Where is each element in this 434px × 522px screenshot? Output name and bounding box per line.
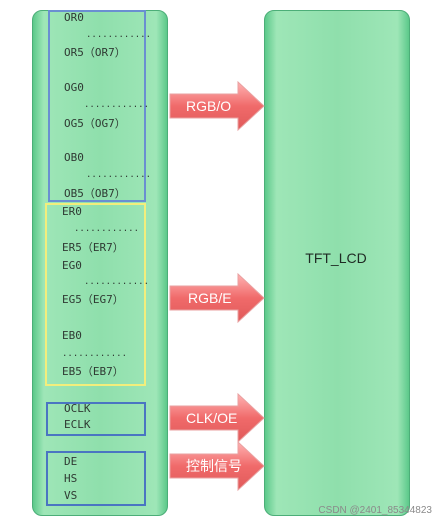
- signal-or0: OR0: [64, 11, 84, 24]
- even-rgb-group-box: [45, 203, 146, 386]
- watermark: CSDN @2401_85344823: [318, 505, 432, 516]
- signal-og5: OG5（OG7）: [64, 117, 126, 130]
- signal-or5: OR5（OR7）: [64, 46, 126, 59]
- signal-eb0: EB0: [62, 329, 82, 342]
- signal-eg0: EG0: [62, 259, 82, 272]
- signal-dots: ............: [86, 30, 152, 40]
- signal-eb5: EB5（EB7）: [62, 365, 124, 378]
- signal-hs: HS: [64, 472, 78, 485]
- signal-dots: ............: [86, 170, 152, 180]
- tft-lcd-panel: [264, 10, 410, 516]
- arrow-right-icon: [169, 272, 265, 324]
- arrow-right-icon: [169, 392, 265, 444]
- signal-er5: ER5（ER7）: [62, 241, 124, 254]
- arrow-right-icon: [169, 440, 265, 492]
- signal-dots: ............: [84, 100, 150, 110]
- clock-group-box: [46, 402, 146, 436]
- signal-dots: ............: [74, 224, 140, 234]
- arrow-label-rgb-e: RGB/E: [188, 290, 232, 306]
- signal-de: DE: [64, 455, 78, 468]
- control-group-box: [46, 451, 146, 506]
- arrow-label-clk-oe: CLK/OE: [186, 410, 238, 426]
- signal-ob0: OB0: [64, 151, 84, 164]
- signal-og0: OG0: [64, 81, 84, 94]
- arrow-right-icon: [169, 80, 265, 132]
- signal-ob5: OB5（OB7）: [64, 187, 126, 200]
- signal-oclk: OCLK: [64, 402, 91, 415]
- lcd-label: TFT_LCD: [305, 250, 367, 266]
- signal-dots: ............: [62, 349, 128, 359]
- odd-rgb-group-box: [48, 10, 146, 202]
- arrow-label-control-signal: 控制信号: [186, 458, 242, 474]
- signal-eclk: ECLK: [64, 418, 91, 431]
- signal-eg5: EG5（EG7）: [62, 293, 124, 306]
- signal-vs: VS: [64, 489, 78, 502]
- signal-er0: ER0: [62, 205, 82, 218]
- signal-dots: ............: [84, 277, 150, 287]
- arrow-label-rgb-o: RGB/O: [186, 98, 232, 114]
